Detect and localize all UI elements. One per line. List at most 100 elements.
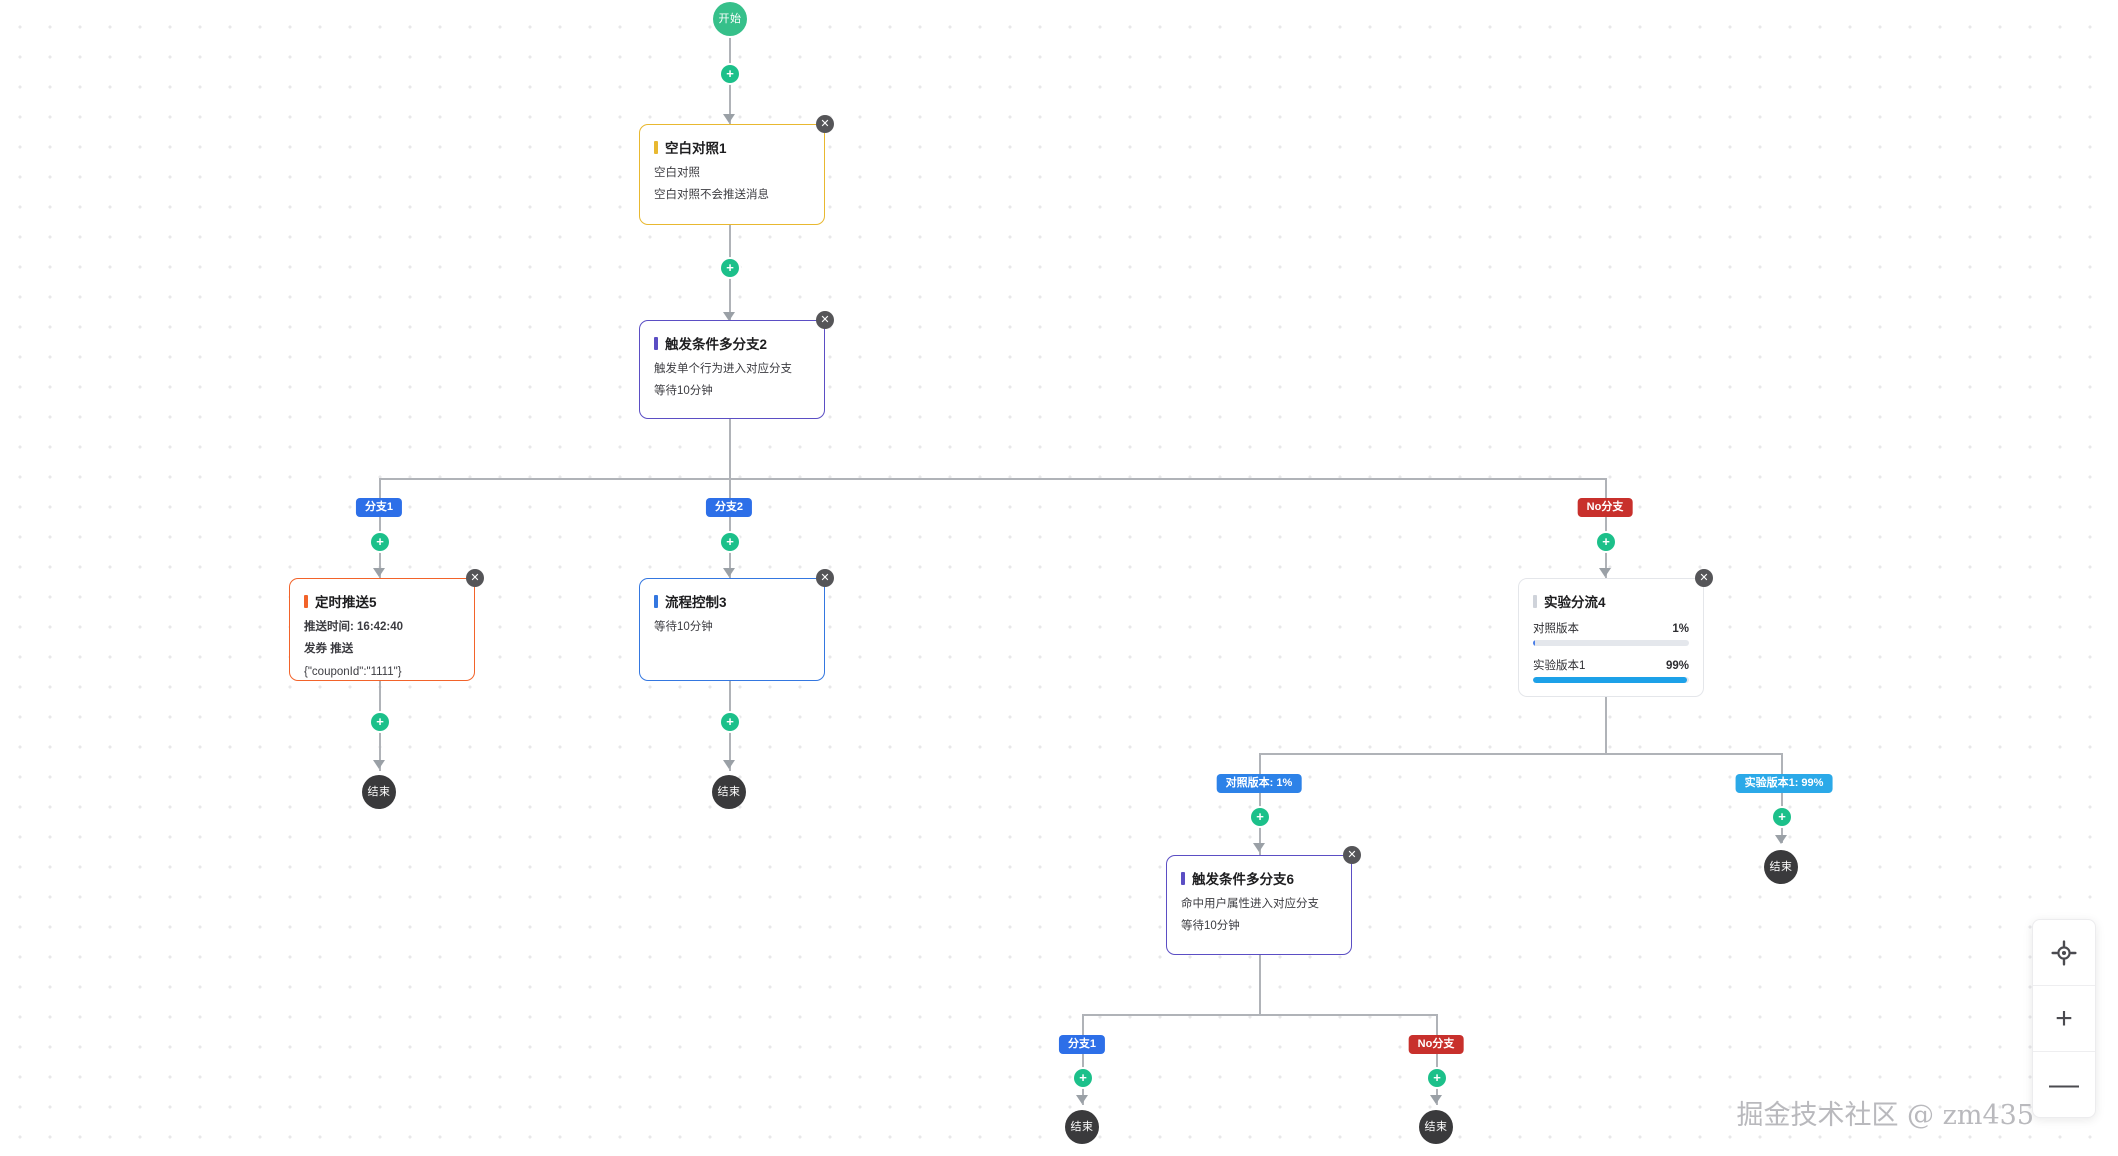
split-bar-fill	[1533, 677, 1688, 683]
zoom-in-button[interactable]: +	[2033, 985, 2095, 1051]
node-card-trigger-multibranch-6[interactable]: ✕ 触发条件多分支6 命中用户属性进入对应分支 等待10分钟	[1166, 846, 1361, 955]
split-bar-experiment	[1533, 677, 1689, 683]
zoom-toolbar[interactable]: + —	[2032, 919, 2096, 1118]
close-icon[interactable]: ✕	[816, 311, 834, 329]
node-line: 发券 推送	[304, 643, 354, 656]
node-card-flow-control-3[interactable]: ✕ 流程控制3 等待10分钟	[639, 569, 834, 681]
edge-node6-bus	[1082, 1014, 1436, 1016]
edge-fanout-bus	[379, 478, 1606, 480]
close-icon[interactable]: ✕	[466, 569, 484, 587]
fit-to-screen-icon	[2051, 939, 2077, 966]
edge-fanout-left	[379, 478, 381, 507]
accent-tick-icon	[1533, 594, 1537, 608]
close-icon[interactable]: ✕	[1695, 569, 1713, 587]
node-title: 空白对照1	[654, 137, 810, 157]
node-line: {"couponId":"1111"}	[304, 665, 402, 678]
branch-label-no[interactable]: No分支	[1577, 498, 1633, 517]
add-node-control-version[interactable]: +	[1251, 808, 1269, 826]
watermark: 掘金技术社区 @ zm435	[1736, 1100, 2034, 1131]
edge-fanout-right	[1605, 478, 1607, 507]
arrow-end2	[723, 760, 735, 769]
branch-label-1[interactable]: 分支1	[355, 498, 403, 517]
node-line: 等待10分钟	[654, 621, 713, 633]
node-line: 推送时间: 16:42:40	[304, 621, 404, 633]
arrow-node2	[723, 312, 735, 321]
add-node-after-node3[interactable]: +	[721, 713, 739, 731]
accent-tick-icon	[1181, 871, 1185, 885]
node-title: 触发条件多分支6	[1181, 868, 1337, 888]
edge-node4-left	[1259, 753, 1261, 781]
split-row-experiment: 实验版本1 99%	[1533, 657, 1689, 673]
add-node-node6-branch1[interactable]: +	[1074, 1069, 1092, 1087]
edge-node6-left	[1082, 1014, 1084, 1042]
add-node-after-node5[interactable]: +	[371, 713, 389, 731]
split-percent: 99%	[1665, 660, 1689, 672]
add-node-branch2[interactable]: +	[721, 533, 739, 551]
edge-fanout-mid	[729, 478, 731, 507]
node-card-blank-control[interactable]: ✕ 空白对照1 空白对照 空白对照不会推送消息	[639, 115, 834, 225]
branch-label-node6-no[interactable]: No分支	[1408, 1035, 1464, 1054]
add-node-experiment-version[interactable]: +	[1773, 808, 1791, 826]
add-node-branch1[interactable]: +	[371, 533, 389, 551]
add-node-nobranch[interactable]: +	[1597, 533, 1615, 551]
branch-label-2[interactable]: 分支2	[705, 498, 753, 517]
arrow-node4	[1599, 568, 1611, 577]
accent-tick-icon	[654, 336, 658, 350]
edge-start-to-node1	[729, 38, 731, 130]
arrow-node5	[373, 568, 385, 577]
edge-node4-bus	[1259, 753, 1781, 755]
start-node[interactable]: 开始	[713, 2, 747, 36]
arrow-end-b6no	[1430, 1095, 1442, 1104]
close-icon[interactable]: ✕	[1343, 846, 1361, 864]
minus-icon: —	[2049, 1067, 2079, 1101]
accent-tick-icon	[654, 594, 658, 608]
node-card-scheduled-push-5[interactable]: ✕ 定时推送5 推送时间: 16:42:40 发券 推送 {"couponId"…	[289, 569, 484, 681]
node-title: 触发条件多分支2	[654, 333, 810, 353]
end-node-node6-branch1[interactable]: 结束	[1065, 1110, 1099, 1144]
split-name: 对照版本	[1533, 623, 1579, 635]
arrow-end1	[373, 760, 385, 769]
node-line: 等待10分钟	[1181, 920, 1240, 933]
node-title: 实验分流4	[1533, 591, 1689, 611]
edge-node2-down	[729, 419, 731, 479]
end-node-branch1[interactable]: 结束	[362, 775, 396, 809]
node-line: 触发单个行为进入对应分支	[654, 363, 792, 375]
arrow-node3	[723, 568, 735, 577]
end-node-node6-nobranch[interactable]: 结束	[1419, 1110, 1453, 1144]
node-title: 流程控制3	[654, 591, 810, 611]
zoom-out-button[interactable]: —	[2033, 1051, 2095, 1117]
split-name: 实验版本1	[1533, 660, 1586, 672]
add-node-node6-nobranch[interactable]: +	[1428, 1069, 1446, 1087]
arrow-end-exp	[1775, 835, 1787, 844]
fit-to-screen-button[interactable]	[2033, 920, 2095, 985]
end-node-experiment[interactable]: 结束	[1764, 850, 1798, 884]
split-bar-control	[1533, 640, 1689, 646]
split-row-control: 对照版本 1%	[1533, 620, 1689, 636]
arrow-end-b61	[1076, 1095, 1088, 1104]
branch-label-node6-1[interactable]: 分支1	[1058, 1035, 1106, 1054]
node-title: 定时推送5	[304, 591, 460, 611]
arrow-node6	[1253, 843, 1265, 852]
close-icon[interactable]: ✕	[816, 569, 834, 587]
arrow-node1	[723, 114, 735, 123]
node-line: 命中用户属性进入对应分支	[1181, 898, 1319, 910]
add-node-after-start[interactable]: +	[721, 65, 739, 83]
node-card-experiment-split-4[interactable]: ✕ 实验分流4 对照版本 1% 实验版本1 99%	[1518, 569, 1713, 697]
edge-node4-right	[1781, 753, 1783, 781]
add-node-after-node1[interactable]: +	[721, 259, 739, 277]
branch-label-control-version[interactable]: 对照版本: 1%	[1216, 774, 1302, 793]
node-line: 空白对照不会推送消息	[654, 189, 769, 202]
branch-label-experiment-version[interactable]: 实验版本1: 99%	[1735, 774, 1833, 793]
edge-node4-down	[1605, 697, 1607, 754]
node-line: 等待10分钟	[654, 385, 713, 398]
split-bar-fill	[1533, 640, 1535, 646]
close-icon[interactable]: ✕	[816, 115, 834, 133]
node-card-trigger-multibranch-2[interactable]: ✕ 触发条件多分支2 触发单个行为进入对应分支 等待10分钟	[639, 311, 834, 419]
accent-tick-icon	[304, 594, 308, 608]
node-line: 空白对照	[654, 167, 700, 179]
plus-icon: +	[2055, 1001, 2073, 1035]
accent-tick-icon	[654, 140, 658, 154]
edge-node6-right	[1436, 1014, 1438, 1042]
end-node-branch2[interactable]: 结束	[712, 775, 746, 809]
